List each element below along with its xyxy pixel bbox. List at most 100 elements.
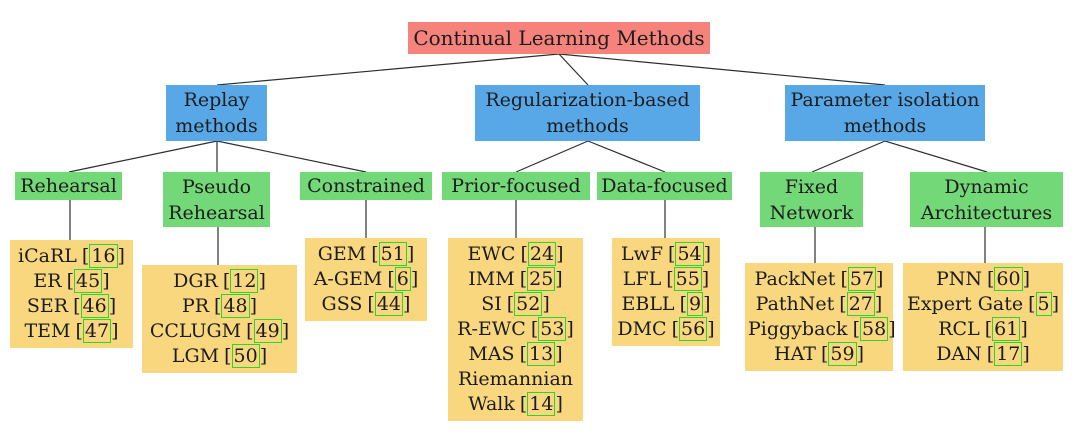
method-entry: PR[48] xyxy=(145,294,294,319)
method-entry: LFL[55] xyxy=(615,267,717,292)
bracket-open: [ xyxy=(387,268,395,290)
citation-link[interactable]: 55 xyxy=(673,267,702,291)
citation-link[interactable]: 53 xyxy=(538,317,567,341)
bracket-open: [ xyxy=(73,295,81,317)
node-label-line: Constrained xyxy=(307,175,425,197)
node-label-line: Pseudo xyxy=(181,175,252,198)
method-name: DAN xyxy=(936,343,982,365)
node-label-line: Prior-focused xyxy=(451,175,581,197)
method-entry: DAN[17] xyxy=(906,342,1060,367)
method-entry: TEM[47] xyxy=(13,319,130,344)
citation-link[interactable]: 49 xyxy=(253,319,282,343)
bracket-open: [ xyxy=(666,268,674,290)
citation-link[interactable]: 48 xyxy=(221,294,250,318)
citation-link[interactable]: 17 xyxy=(994,342,1023,366)
method-entry: DGR[12] xyxy=(145,269,294,294)
bracket-close: ] xyxy=(1022,343,1030,365)
method-list-dynamic-architectures: PNN[60] Expert Gate[5] RCL[61] DAN[17] xyxy=(903,263,1063,371)
citation-link[interactable]: 57 xyxy=(847,267,877,291)
citation-link[interactable]: 58 xyxy=(860,317,889,341)
bracket-close: ] xyxy=(874,293,883,315)
bracket-open: [ xyxy=(246,320,254,342)
method-entry: A-GEM[6] xyxy=(308,267,424,292)
citation-link[interactable]: 51 xyxy=(378,242,407,266)
method-name: iCaRL xyxy=(18,245,77,267)
node-rehearsal: Rehearsal xyxy=(15,172,122,200)
citation-link[interactable]: 5 xyxy=(1035,292,1052,316)
bracket-close: ] xyxy=(707,318,715,340)
method-entry: PNN[60] xyxy=(906,267,1060,292)
method-name: DMC xyxy=(617,318,667,340)
bracket-close: ] xyxy=(111,320,119,342)
bracket-close: ] xyxy=(403,293,411,315)
node-dynamic-architectures: Dynamic Architectures xyxy=(910,172,1063,227)
citation-link[interactable]: 14 xyxy=(527,392,556,416)
method-name: PR xyxy=(181,295,210,317)
citation-link[interactable]: 13 xyxy=(527,342,556,366)
node-label-line: methods xyxy=(175,115,258,137)
bracket-open: [ xyxy=(371,243,379,265)
bracket-close: ] xyxy=(876,268,884,290)
bracket-close: ] xyxy=(259,345,268,367)
node-constrained: Constrained xyxy=(300,172,432,200)
citation-link[interactable]: 45 xyxy=(74,269,103,293)
method-name: Riemannian xyxy=(457,368,574,390)
citation-link[interactable]: 54 xyxy=(675,242,704,266)
citation-link[interactable]: 6 xyxy=(394,267,411,291)
method-name: MAS xyxy=(468,343,515,365)
method-entry: DMC[56] xyxy=(615,317,717,342)
citation-link[interactable]: 52 xyxy=(514,292,543,316)
citation-link[interactable]: 50 xyxy=(231,344,260,368)
node-data-focused: Data-focused xyxy=(597,172,732,200)
method-entry: PackNet[57] xyxy=(748,267,890,292)
citation-link[interactable]: 59 xyxy=(828,342,857,366)
method-name: IMM xyxy=(468,268,515,290)
bracket-open: [ xyxy=(852,318,860,340)
method-entry: PathNet[27] xyxy=(748,292,890,317)
citation-link[interactable]: 61 xyxy=(992,317,1021,341)
method-name: SER xyxy=(26,295,69,317)
method-entry: GSS[44] xyxy=(308,292,424,317)
bracket-open: [ xyxy=(66,270,74,292)
node-fixed-network: Fixed Network xyxy=(760,172,863,227)
bracket-close: ] xyxy=(555,343,563,365)
citation-link[interactable]: 47 xyxy=(82,319,112,343)
node-label-line: Dynamic xyxy=(944,175,1029,198)
method-name: PNN xyxy=(935,268,982,290)
citation-link[interactable]: 27 xyxy=(846,292,875,316)
citation-link[interactable]: 46 xyxy=(80,294,109,318)
method-entry: HAT[59] xyxy=(748,342,890,367)
method-entry: IMM[25] xyxy=(451,267,580,292)
bracket-close: ] xyxy=(410,268,419,290)
method-list-prior-focused: EWC[24] IMM[25] SI[52] R-EWC[53] MAS[13]… xyxy=(448,238,583,421)
bracket-open: [ xyxy=(987,268,995,290)
bracket-open: [ xyxy=(81,245,90,267)
method-name: Expert Gate xyxy=(906,293,1024,315)
bracket-close: ] xyxy=(856,343,864,365)
bracket-open: [ xyxy=(519,268,528,290)
citation-link[interactable]: 44 xyxy=(374,292,404,316)
method-name: PathNet xyxy=(755,293,835,315)
bracket-open: [ xyxy=(520,243,528,265)
bracket-open: [ xyxy=(519,393,528,415)
citation-link[interactable]: 16 xyxy=(89,244,118,268)
method-entry: Expert Gate[5] xyxy=(906,292,1060,317)
citation-link[interactable]: 24 xyxy=(527,242,557,266)
citation-link[interactable]: 56 xyxy=(679,317,708,341)
bracket-open: [ xyxy=(840,268,848,290)
bracket-close: ] xyxy=(406,243,415,265)
method-entry: GEM[51] xyxy=(308,242,424,267)
node-label-line: Data-focused xyxy=(601,175,728,197)
citation-link[interactable]: 9 xyxy=(686,292,704,316)
method-entry: iCaRL[16] xyxy=(13,244,130,269)
method-entry: RCL[61] xyxy=(906,317,1060,342)
method-name: EWC xyxy=(467,243,516,265)
citation-link[interactable]: 12 xyxy=(230,269,259,293)
method-list-fixed-network: PackNet[57] PathNet[27] Piggyback[58] HA… xyxy=(745,263,896,371)
bracket-open: [ xyxy=(222,270,231,292)
citation-link[interactable]: 60 xyxy=(994,267,1023,291)
bracket-close: ] xyxy=(542,293,550,315)
node-label-line: Parameter isolation xyxy=(790,89,980,111)
citation-link[interactable]: 25 xyxy=(527,267,556,291)
